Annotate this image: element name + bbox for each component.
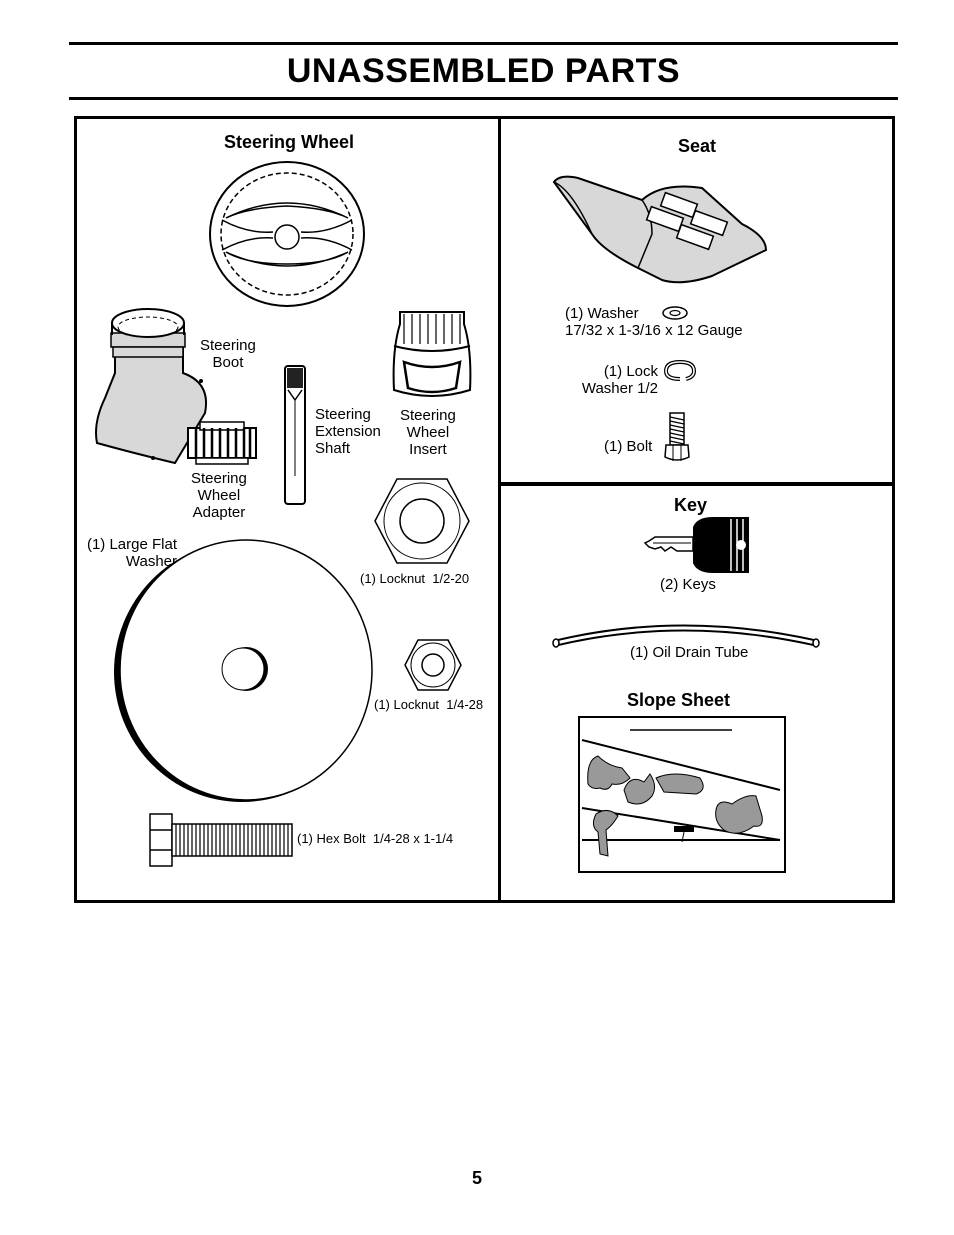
top-rule (69, 42, 898, 45)
key-icon (643, 517, 749, 573)
extension-shaft-label: Steering Extension Shaft (315, 406, 381, 457)
oil-drain-tube-label: (1) Oil Drain Tube (630, 644, 749, 661)
keys-label: (2) Keys (660, 576, 716, 593)
seat-icon (552, 175, 768, 284)
lock-washer-label: (1) Lock Washer 1/2 (581, 363, 658, 397)
locknut-half-label: (1) Locknut 1/2-20 (360, 571, 470, 586)
large-flat-washer-icon (114, 539, 373, 802)
extension-shaft-icon (284, 365, 306, 505)
hex-bolt-icon (149, 813, 293, 867)
title-underline (69, 97, 898, 100)
seat-panel (498, 116, 895, 486)
slope-sheet-heading: Slope Sheet (627, 690, 731, 710)
steering-wheel-insert-label: Steering Wheel Insert (400, 407, 456, 458)
seat-heading: Seat (678, 136, 717, 156)
washer-label: (1) Washer 17/32 x 1-3/16 x 12 Gauge (565, 305, 743, 339)
slope-sheet-icon (578, 716, 786, 873)
steering-wheel-adapter-label: Steering Wheel Adapter (191, 470, 247, 521)
locknut-half-icon (374, 478, 470, 564)
key-panel (498, 482, 895, 903)
locknut-quarter-label: (1) Locknut 1/4-28 (374, 697, 484, 712)
steering-wheel-icon (209, 161, 365, 307)
steering-boot-icon (95, 308, 207, 465)
steering-wheel-heading: Steering Wheel (224, 132, 355, 152)
bolt-label: (1) Bolt (604, 438, 653, 455)
steering-boot-label: Steering Boot (200, 337, 256, 371)
bolt-icon (664, 412, 690, 461)
page-title: UNASSEMBLED PARTS (286, 52, 681, 90)
locknut-quarter-icon (404, 639, 462, 691)
washer-icon (662, 306, 688, 320)
steering-wheel-insert-icon (392, 311, 472, 397)
large-flat-washer-label: (1) Large Flat Washer (86, 536, 177, 570)
key-heading: Key (674, 495, 708, 515)
page-number: 5 (471, 1168, 482, 1188)
lock-washer-icon (663, 359, 697, 381)
hex-bolt-label: (1) Hex Bolt 1/4-28 x 1-1/4 (297, 831, 454, 846)
steering-wheel-adapter-icon (187, 421, 257, 465)
oil-drain-tube-icon (552, 624, 820, 648)
